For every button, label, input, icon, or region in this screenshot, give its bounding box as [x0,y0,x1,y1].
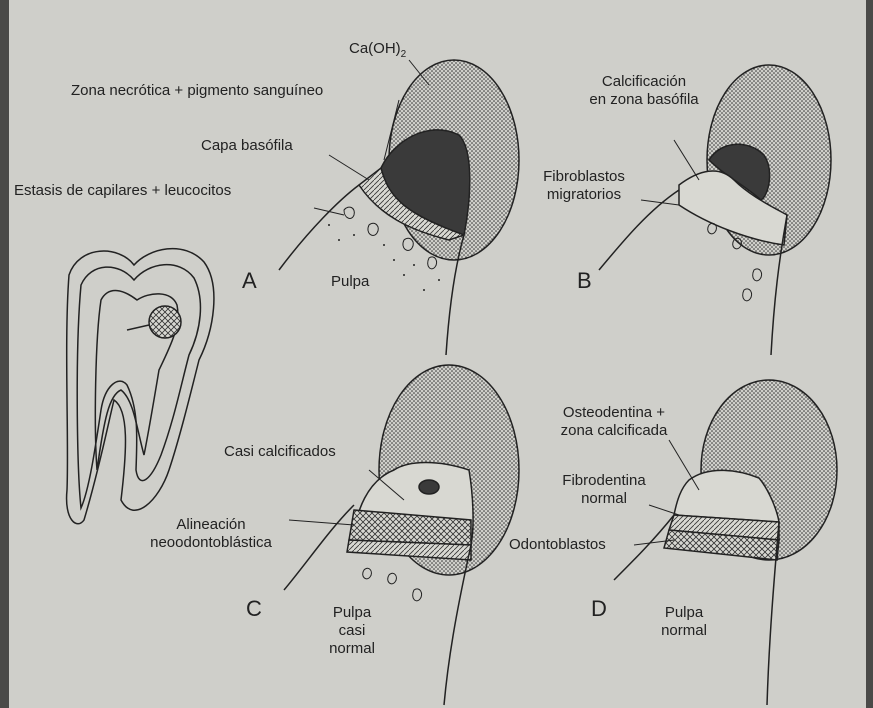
label-fibroblasts-line2: migratorios [524,186,644,204]
panel-c-left-wall [284,505,354,590]
label-osteodentin: Osteodentina + zona calcificada [544,404,684,440]
label-fibrodentin: Fibrodentina normal [549,472,659,508]
label-neoodontoblastic-line2: neoodontoblástica [141,534,281,552]
panel-c-necrotic-spot [419,480,439,494]
panel-letter-d: D [591,596,607,622]
panel-a-drawing [279,60,519,355]
illustration [9,0,866,708]
label-calcification-line1: Calcificación [569,73,719,91]
tooth-overview [67,249,214,524]
label-pulp-c-line2: casi [317,622,387,640]
label-migratory-fibroblasts: Fibroblastos migratorios [524,168,644,204]
label-pulp-a: Pulpa [331,273,369,291]
panel-b-calc-leader [674,140,699,180]
panel-letter-a: A [242,268,257,294]
panel-a-stasis-leader [314,208,344,215]
label-caoh: Ca(OH)2 [349,40,406,64]
book-page: Ca(OH)2 Zona necrótica + pigmento sanguí… [9,0,866,708]
panel-letter-c: C [246,596,262,622]
panel-c-cells [363,568,422,601]
label-necrotic-zone: Zona necrótica + pigmento sanguíneo [71,82,323,100]
label-caoh-base: Ca(OH) [349,40,401,57]
label-calcification: Calcificación en zona basófila [569,73,719,109]
label-pulp-d: Pulpa normal [649,604,719,640]
tooth-pulp-line [127,325,149,330]
label-fibrodentin-line2: normal [549,490,659,508]
label-almost-calcified: Casi calcificados [224,443,336,461]
label-osteodentin-line2: zona calcificada [544,422,684,440]
label-odontoblasts: Odontoblastos [509,536,606,554]
label-neoodontoblastic: Alineación neoodontoblástica [141,516,281,552]
label-pulp-d-line1: Pulpa [649,604,719,622]
label-caoh-sub: 2 [401,49,407,60]
label-pulp-c-line3: normal [317,640,387,658]
label-basophil-layer: Capa basófila [201,137,293,155]
label-osteodentin-line1: Osteodentina + [544,404,684,422]
label-calcification-line2: en zona basófila [569,91,719,109]
label-pulp-c: Pulpa casi normal [317,604,387,658]
label-pulp-d-line2: normal [649,622,719,640]
panel-a-left-wall [279,185,359,270]
label-neoodontoblastic-line1: Alineación [141,516,281,534]
label-capillary-stasis: Estasis de capilares + leucocitos [14,182,231,200]
label-fibroblasts-line1: Fibroblastos [524,168,644,186]
label-fibrodentin-line1: Fibrodentina [549,472,659,490]
panel-d-osteo-leader [669,440,699,490]
label-pulp-c-line1: Pulpa [317,604,387,622]
tooth-restoration-circle [149,306,181,338]
panel-c-align-leader [289,520,354,525]
panel-letter-b: B [577,268,592,294]
panel-a-basophil-leader [329,155,369,180]
